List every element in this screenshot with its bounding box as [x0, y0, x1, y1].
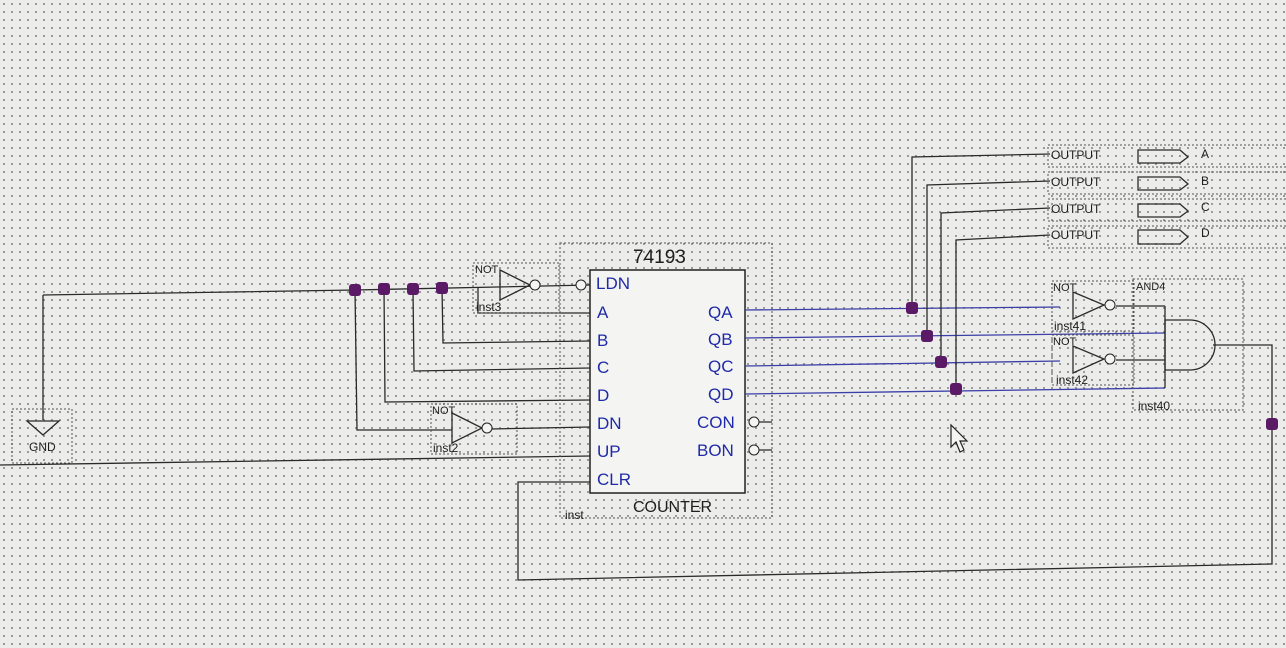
- inst-label: inst3: [476, 300, 502, 314]
- not-type-label: NOT: [432, 405, 456, 417]
- pin-b: B: [597, 331, 608, 350]
- gnd-symbol[interactable]: GND: [11, 295, 73, 464]
- output-name: A: [1201, 147, 1209, 161]
- not-type-label: NOT: [475, 264, 499, 276]
- not-type-label: NOT: [1053, 336, 1077, 348]
- output-name: C: [1201, 200, 1210, 214]
- output-type-label: OUTPUT: [1051, 228, 1101, 242]
- pin-d: D: [597, 386, 609, 405]
- output-wires: [744, 153, 1273, 424]
- junction-nodes: [349, 282, 1278, 430]
- mouse-cursor-icon: [950, 423, 969, 453]
- pin-ldn: LDN: [596, 274, 630, 293]
- not-gate-inst2[interactable]: NOT inst2: [430, 403, 518, 455]
- inst-label: inst40: [1138, 399, 1170, 413]
- pin-bon: BON: [697, 441, 734, 460]
- pin-qa: QA: [708, 303, 733, 322]
- pin-qd: QD: [708, 385, 734, 404]
- counter-inst-label: inst: [565, 508, 584, 522]
- pin-a: A: [597, 303, 609, 322]
- not-gate-inst41[interactable]: NOT inst41: [1051, 280, 1135, 333]
- pin-con: CON: [697, 413, 735, 432]
- not-gate-inst3[interactable]: NOT inst3: [472, 262, 560, 314]
- pin-up: UP: [597, 442, 621, 461]
- pin-qb: QB: [708, 330, 733, 349]
- inst-label: inst41: [1054, 319, 1086, 333]
- and-gate-inst40[interactable]: AND4 inst40: [1132, 278, 1244, 413]
- output-pin-d[interactable]: OUTPUT D: [1047, 225, 1286, 249]
- counter-74193[interactable]: 74193 COUNTER inst LDN A B C D DN UP CLR…: [559, 242, 773, 522]
- pin-dn: DN: [597, 414, 622, 433]
- not-gate-inst42[interactable]: NOT inst42: [1051, 334, 1135, 387]
- output-type-label: OUTPUT: [1051, 148, 1101, 162]
- output-name: D: [1201, 226, 1210, 240]
- counter-type-label: COUNTER: [633, 499, 712, 516]
- gnd-label: GND: [29, 440, 56, 454]
- counter-part-label: 74193: [633, 247, 686, 268]
- output-name: B: [1201, 174, 1209, 188]
- pin-qc: QC: [708, 357, 734, 376]
- output-pin-a[interactable]: OUTPUT A: [1047, 144, 1286, 168]
- output-type-label: OUTPUT: [1051, 202, 1101, 216]
- output-pin-c[interactable]: OUTPUT C: [1047, 198, 1286, 222]
- pin-c: C: [597, 358, 609, 377]
- output-type-label: OUTPUT: [1051, 175, 1101, 189]
- inst-label: inst2: [433, 441, 459, 455]
- and-type-label: AND4: [1136, 281, 1165, 293]
- inst-label: inst42: [1056, 373, 1088, 387]
- not-type-label: NOT: [1053, 282, 1077, 294]
- pin-clr: CLR: [597, 470, 631, 489]
- output-pin-b[interactable]: OUTPUT B: [1047, 171, 1286, 195]
